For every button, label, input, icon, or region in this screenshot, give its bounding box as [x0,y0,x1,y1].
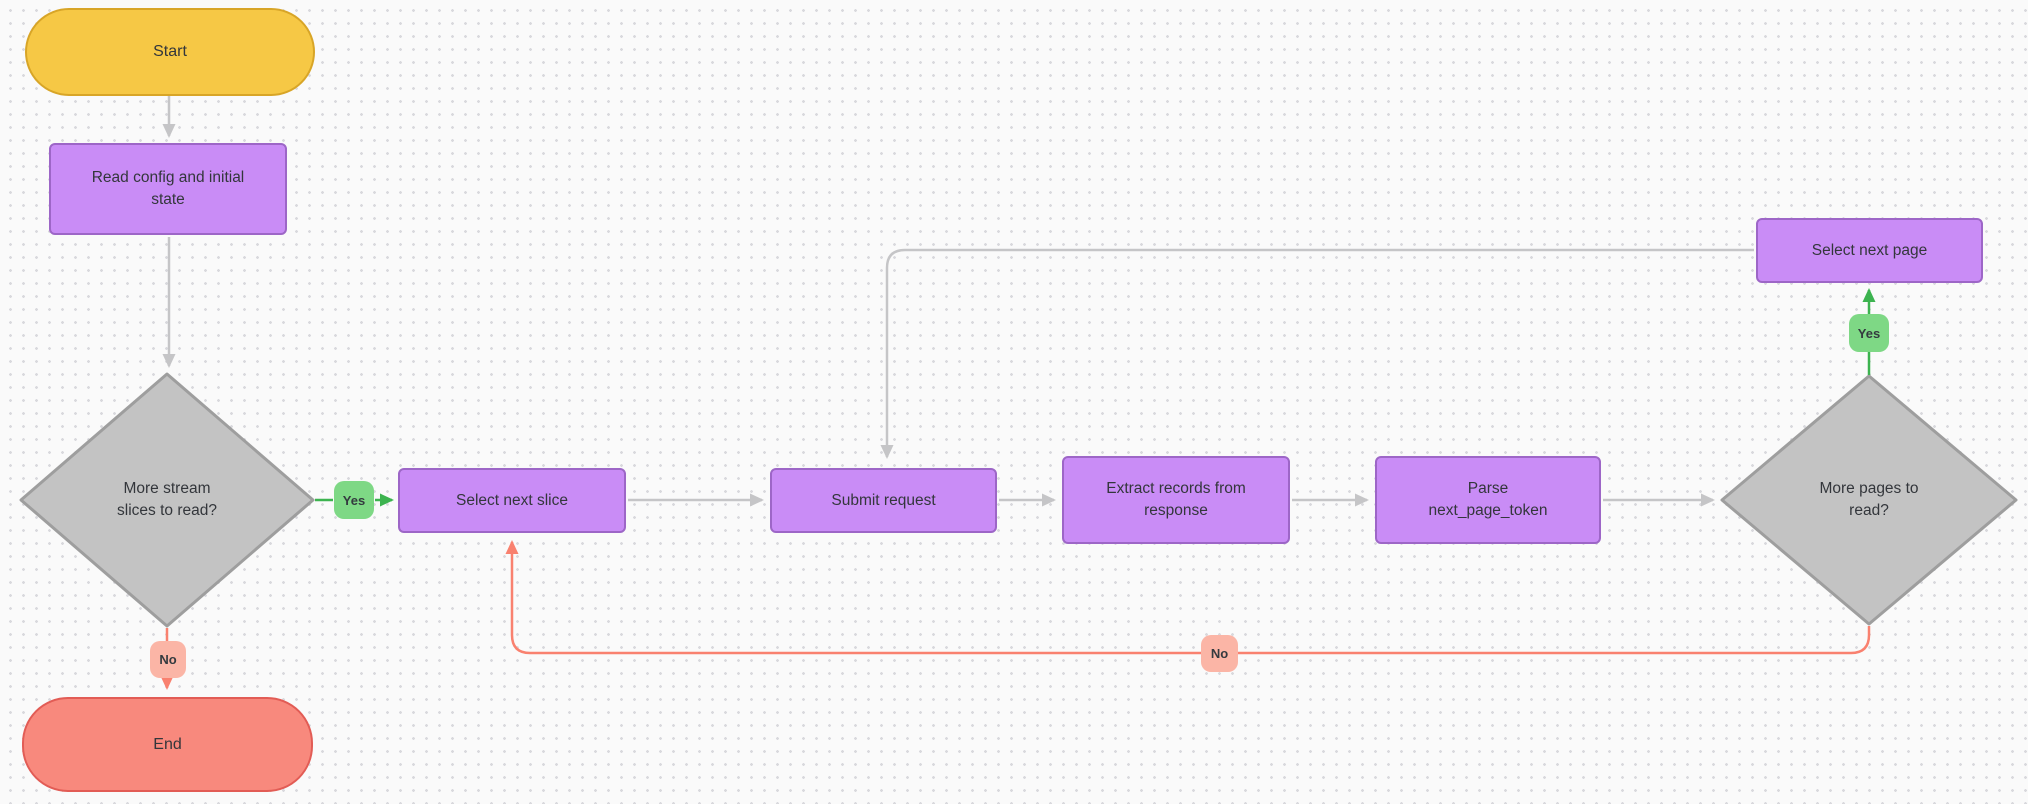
edge-label-pages-no[interactable]: No [1201,635,1238,672]
node-submit-request-label: Submit request [831,491,936,509]
node-start[interactable]: Start [25,8,315,96]
node-parse-token[interactable]: Parse next_page_token [1375,456,1601,544]
node-select-next-page-label: Select next page [1811,241,1928,259]
node-select-next-slice[interactable]: Select next slice [398,468,626,533]
node-read-config[interactable]: Read config and initial state [49,143,287,235]
node-parse-token-label: Parse next_page_token [1428,480,1548,519]
node-extract-records[interactable]: Extract records from response [1062,456,1290,544]
node-start-label: Start [153,43,187,60]
edge-label-slices-yes[interactable]: Yes [334,481,374,519]
node-end[interactable]: End [22,697,313,792]
decision-more-stream-slices[interactable] [19,372,315,628]
node-read-config-label: Read config and initial state [91,169,245,208]
edge-select-next-page-to-submit-request[interactable] [880,248,1754,459]
edge-more-pages-no-to-select-next-slice[interactable] [505,540,1871,655]
edge-label-slices-no[interactable]: No [150,641,186,678]
node-submit-request[interactable]: Submit request [770,468,997,533]
edge-label-pages-yes[interactable]: Yes [1849,314,1889,352]
node-end-label: End [153,735,182,753]
node-select-next-page[interactable]: Select next page [1756,218,1983,283]
decision-more-pages[interactable] [1720,374,2018,626]
node-extract-records-label: Extract records from response [1106,480,1246,519]
node-select-next-slice-label: Select next slice [456,491,568,509]
